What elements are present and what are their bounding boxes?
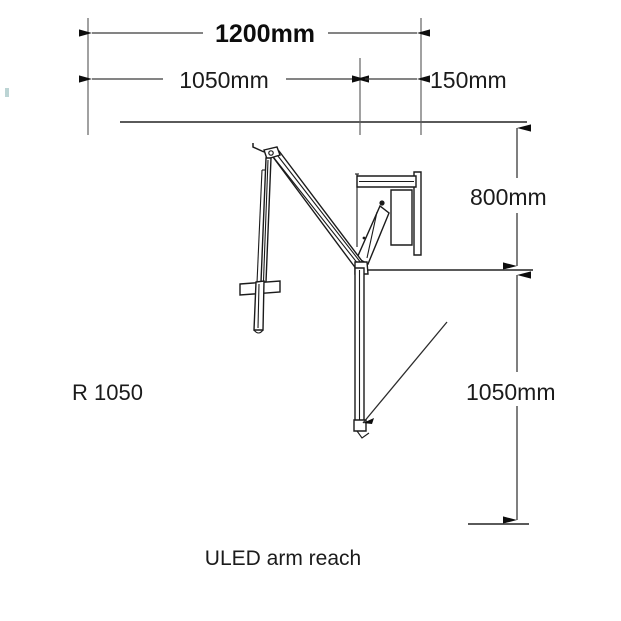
radius-note-label: R 1050 [72,380,143,405]
tilting-head-detail [366,211,378,259]
t-handle-grip-detail [257,283,260,329]
bracket-pivot-nub [379,200,385,206]
dimension-offset: 150mm [352,67,507,93]
extension-arm-inner-rail-2 [275,153,364,266]
arm-pivot-joint [252,143,281,160]
post-foot-hook [356,430,370,439]
t-handle-grip-tip [253,329,264,334]
dimension-overall-width: 1200mm [79,20,430,48]
dimension-label-arm-reach: 1050mm [179,67,268,93]
radius-leader-arrowhead [363,418,374,424]
handle-secondary-rod [256,169,263,284]
bracket-back-plate [413,171,422,256]
extension-arm-body [268,150,367,271]
bracket-screen-panel [390,189,413,246]
drawing-caption: ULED arm reach [205,547,361,570]
extension-arm-assembly [268,150,369,275]
radius-leader-line [362,321,448,424]
radius-leader [362,321,448,424]
dimension-label-overall-width: 1200mm [215,20,315,48]
dimension-label-height-upper: 800mm [470,184,547,210]
edge-artifact-speck [5,88,9,97]
pivot-hook [252,143,265,153]
tilting-head-screw [362,236,366,240]
t-handle-assembly [239,157,281,334]
tilting-head-arm [356,204,390,265]
vertical-support-post [353,267,370,439]
monitor-mount-bracket [355,171,422,265]
dimension-height-lower: 1050mm [466,271,555,524]
handle-rod-detail [262,159,269,282]
pivot-pin [268,150,274,156]
dimension-label-offset: 150mm [430,67,507,93]
dimension-height-upper: 800mm [470,124,547,270]
dimension-arm-reach: 1050mm [79,67,369,93]
extension-arm-inner-rail-1 [272,155,361,268]
dimension-label-height-lower: 1050mm [466,379,555,405]
